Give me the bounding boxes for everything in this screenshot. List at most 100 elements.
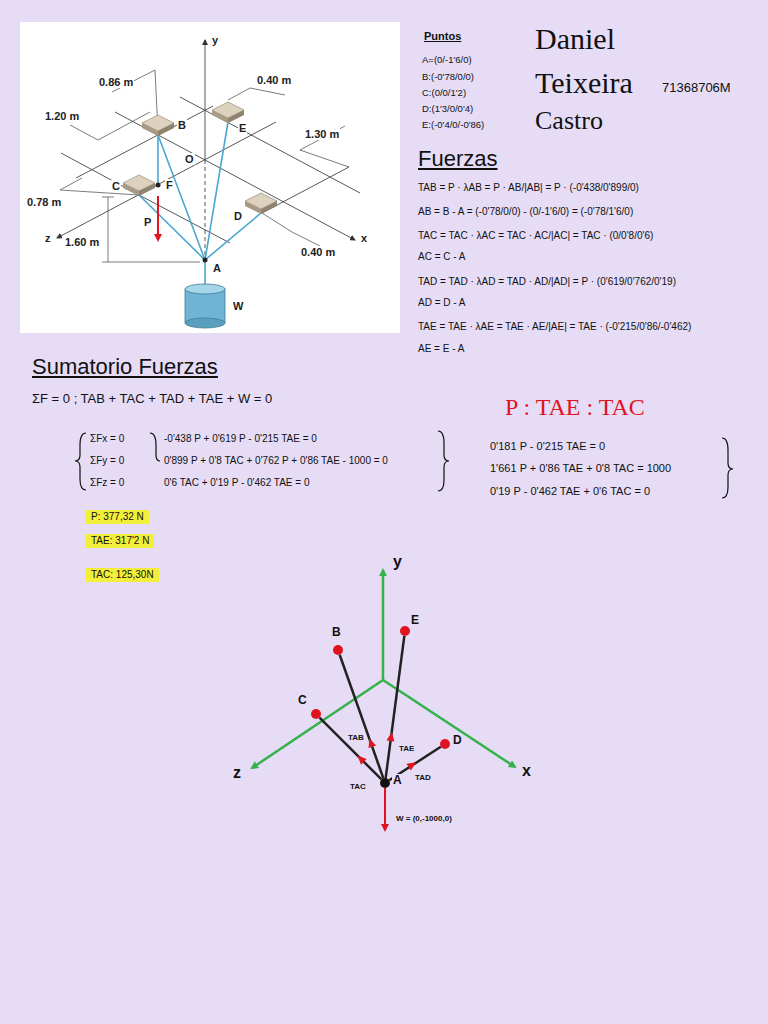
vector-equation: AE = E - A [418, 343, 464, 354]
equation-name: ΣFz = 0 [90, 477, 124, 488]
force-label: TAC [349, 782, 367, 791]
axis-label: x [521, 762, 532, 780]
force-arrowhead [387, 732, 396, 742]
student-id: 71368706M [662, 80, 731, 95]
equation: -0'438 P + 0'619 P - 0'215 TAE = 0 [164, 433, 317, 444]
figure-panel [20, 22, 400, 333]
pad-side [245, 201, 261, 214]
result-text: P: 377,32 N [91, 511, 144, 522]
student-name: Teixeira [535, 66, 633, 100]
point-label: F [165, 179, 174, 191]
axis-label: z [44, 232, 52, 244]
dimension-label: 0.78 m [26, 196, 62, 208]
student-name: Daniel [535, 22, 615, 56]
point-coordinates: A=(0/-1'6/0) [422, 54, 472, 65]
point-coordinates: E:(-0'4/0/-0'86) [422, 119, 484, 130]
cable-line [386, 636, 405, 778]
point-label: C [111, 180, 121, 192]
dimension-line [262, 213, 320, 246]
force-label: TAB [347, 733, 365, 742]
point-coordinates: B:(-0'78/0/0) [422, 71, 474, 82]
cables [139, 122, 261, 288]
axis-label: y [211, 34, 219, 46]
cable-line [320, 718, 382, 780]
point-label: C [297, 694, 308, 707]
point-dot: C [311, 709, 321, 719]
dimension-line [60, 178, 139, 195]
equation: 0'6 TAC + 0'19 P - 0'462 TAE = 0 [164, 477, 309, 488]
grid-line [61, 153, 230, 243]
force-label: TAD [414, 773, 432, 782]
point-dot: A [380, 778, 390, 788]
dimension-label: 1.20 m [44, 110, 80, 122]
dashed-axis [205, 160, 206, 256]
point-f [156, 183, 161, 188]
point-label: A [392, 774, 403, 787]
y-axis [382, 570, 385, 680]
cylinder-bottom [185, 318, 225, 328]
axis-label: z [232, 764, 242, 782]
dimension-label: 0.40 m [256, 74, 292, 86]
point-coordinates: D:(1'3/0/0'4) [422, 103, 473, 114]
grid-line [76, 106, 213, 178]
point-coordinates: C:(0/0/1'2) [422, 87, 466, 98]
point-label: A [212, 262, 222, 274]
dimension-label: 0.40 m [300, 246, 336, 258]
point-label: B [177, 119, 187, 131]
axis-label: y [392, 553, 403, 571]
force-equation: TAE = TAE · λAE = TAE · AE/|AE| = TAE · … [418, 321, 691, 332]
point-dot: B [333, 645, 343, 655]
force-label: P [143, 216, 152, 228]
pad-side [158, 123, 174, 136]
dimension-lines [60, 70, 349, 262]
x-axis [383, 680, 515, 767]
weight-label: W [232, 300, 244, 312]
support-pads [123, 102, 277, 214]
dimension-line [70, 112, 150, 140]
pad-side [261, 201, 277, 214]
force-p-arrow [157, 196, 159, 240]
grid-line [262, 167, 349, 213]
equilibrium-equation: ΣF = 0 ; TAB + TAC + TAD + TAE + W = 0 [32, 391, 272, 406]
force-equation: TAB = P · λAB = P · AB/|AB| = P · (-0'43… [418, 182, 639, 193]
equation: 0'181 P - 0'215 TAE = 0 [490, 440, 605, 452]
pad [212, 102, 244, 123]
force-arrowhead [366, 737, 377, 748]
cable [205, 122, 228, 260]
sketch-axes [252, 570, 515, 768]
weight-vector [384, 788, 386, 830]
equation: 0'19 P - 0'462 TAE + 0'6 TAC = 0 [490, 485, 650, 497]
equation-name: ΣFy = 0 [90, 455, 124, 466]
braces [75, 431, 733, 498]
pad [245, 193, 277, 214]
point-dot: D [440, 739, 450, 749]
force-arrowhead [355, 753, 367, 765]
point-dot: E [400, 626, 410, 636]
point-label: D [233, 210, 243, 222]
vector-equation: AD = D - A [418, 297, 466, 308]
left-brace [75, 433, 86, 490]
grid-lines [57, 40, 360, 256]
pad [123, 175, 155, 196]
pad-side [139, 183, 155, 196]
section-heading: Sumatorio Fuerzas [32, 354, 218, 380]
section-heading: Puntos [424, 30, 461, 42]
result-text: TAC: 125,30N [91, 569, 154, 580]
dimension-line [228, 88, 285, 100]
cylinder-top [185, 284, 225, 294]
dimension-line [300, 126, 349, 167]
vector-equation: AB = B - A = (-0'78/0/0) - (0/-1'6/0) = … [418, 206, 633, 217]
dimension-label: 1.60 m [64, 236, 100, 248]
force-equation: TAD = TAD · λAD = TAD · AD/|AD| = P · (0… [418, 276, 676, 287]
right-brace [438, 431, 449, 491]
result-highlight: P: 377,32 N [86, 510, 149, 524]
point-label: B [331, 626, 342, 639]
x-axis [115, 112, 355, 240]
cable [157, 135, 159, 183]
cable [158, 135, 205, 260]
unknowns-note: P : TAE : TAC [505, 394, 645, 421]
section-heading: Fuerzas [418, 146, 497, 172]
point-a [203, 258, 208, 263]
